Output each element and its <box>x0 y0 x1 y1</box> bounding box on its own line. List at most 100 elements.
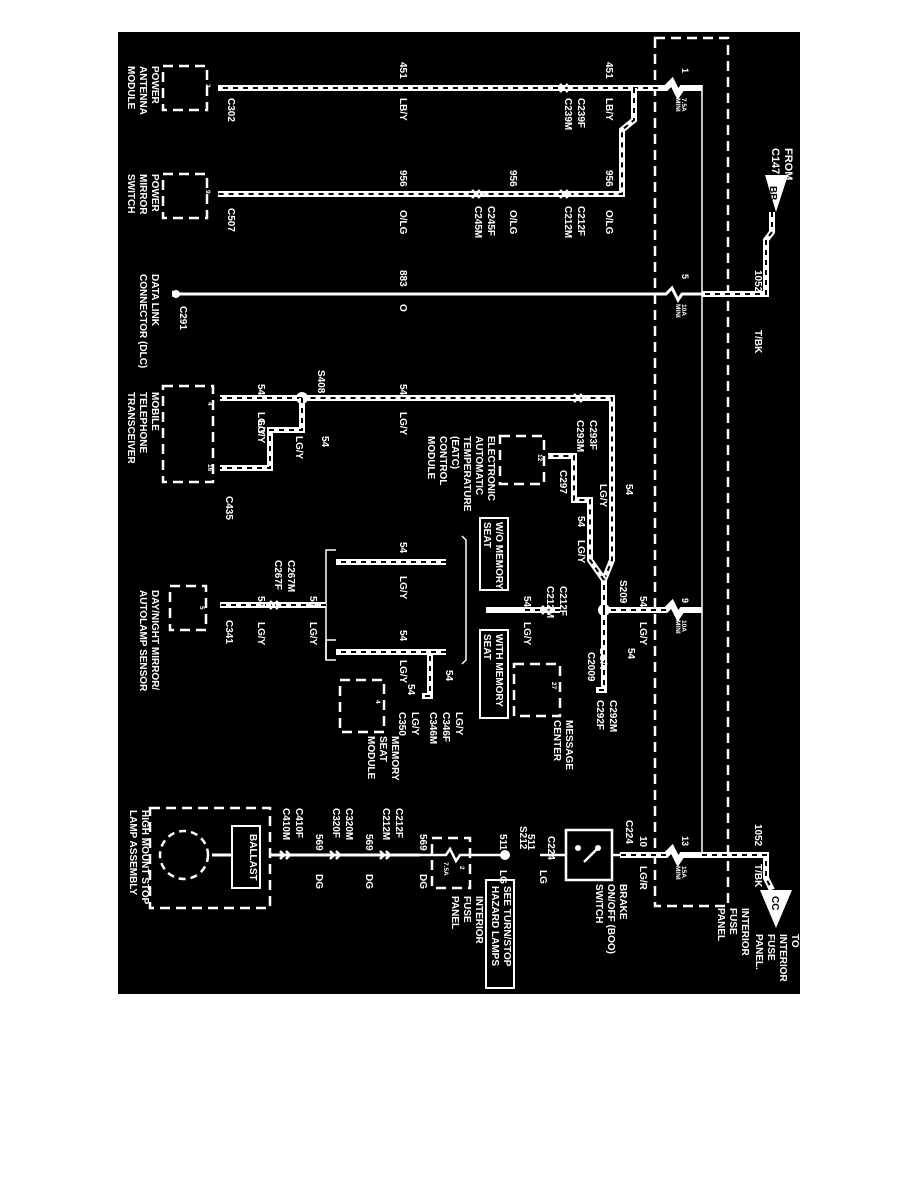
wire-956-color: O/LG <box>603 210 614 235</box>
wire-54-to-message <box>596 610 605 691</box>
conn-c212m-c: C212M <box>380 808 391 840</box>
eatc-label-3: TEMPERATURE <box>461 436 472 512</box>
with-memory-seat-note-box <box>479 629 509 719</box>
wire-569-number-c: 569 <box>313 834 324 851</box>
to-target: INTERIOR <box>777 934 788 983</box>
daynight-label-2: AUTOLAMP SENSOR <box>137 590 148 692</box>
dlc-terminal-icon <box>172 290 180 298</box>
circuit-54: 9 10A MINI 54 LG/Y S209 54 C293F C293M 5… <box>125 370 702 781</box>
ifp2-label-3: PANEL <box>449 896 460 929</box>
fuse-1-type: MINI <box>674 98 681 112</box>
from-label: FROM <box>782 148 794 180</box>
antenna-label-2: ANTENNA <box>137 66 148 115</box>
wire-54-color-m: LG/Y <box>453 712 464 736</box>
fuse-5-rating: 10A <box>680 304 687 316</box>
wire-54-number-g: 54 <box>521 596 532 608</box>
daynight-mirror-box <box>168 584 208 632</box>
cc-terminal-icon <box>760 890 792 928</box>
from-c147-group: FROM C147 BB 1052 T/BK <box>702 148 794 354</box>
mirror-label-1: POWER <box>149 174 160 213</box>
wire-54-to-phone <box>220 398 303 469</box>
hazard-line2: HAZARD LAMPS <box>489 886 500 966</box>
wire-54-color-f: LG/Y <box>255 420 266 444</box>
conn-c239f: C239F <box>575 98 586 128</box>
ballast-label: BALLAST <box>247 834 258 881</box>
hmsl-lamp-icon <box>158 829 210 881</box>
fuse-2-icon <box>420 846 470 864</box>
fuse-13-type: MINI <box>674 866 681 880</box>
wire-451-color: LB/Y <box>603 98 614 121</box>
mirror-label-3: SWITCH <box>125 174 136 213</box>
conn-c224: C224 <box>623 820 634 844</box>
wire-54-color-g: LG/Y <box>521 622 532 646</box>
conn-c245f: C245F <box>485 206 496 236</box>
wire-511-color-b: LG <box>497 870 508 884</box>
circuit-brake-lamp: 1052 T/BK CC TO INTERIOR FUSE PANEL. INT… <box>127 806 800 989</box>
to-label: TO <box>789 934 800 948</box>
hmsl-assembly-box <box>148 806 272 910</box>
dlc-pin: 16 <box>170 290 177 298</box>
daynight-label-1: DAY/NIGHT MIRROR/ <box>149 590 160 690</box>
wire-54-color-c: LG/Y <box>397 412 408 436</box>
from-connector: C147 <box>769 148 781 174</box>
message-center-box <box>512 662 562 718</box>
circuit-956: 956 O/LG C212F C212M 956 O/LG C245F C245… <box>125 88 637 238</box>
interior-fuse-panel-enclosure <box>653 36 730 908</box>
wire-54-number-b: 54 <box>623 484 634 496</box>
interior-fuse-panel-box <box>430 836 472 890</box>
wire-10-number: 10 <box>637 836 648 848</box>
wo-memory-bracket <box>461 535 467 665</box>
wo-memory-line2: SEAT <box>481 522 492 548</box>
wire-54-to-s408 <box>302 397 613 610</box>
wire-54-color-j: LG/Y <box>255 622 266 646</box>
wire-956-color-2: O/LG <box>507 210 518 235</box>
conn-c292f: C292F <box>594 700 605 730</box>
wire-54-color-n: LG/Y <box>409 712 420 736</box>
fuse-13-rating: 15A <box>680 866 687 878</box>
eatc-label-4: (EATC) <box>449 436 460 469</box>
conn-c410f: C410F <box>293 808 304 838</box>
bb-terminal-icon <box>765 175 788 212</box>
conn-c435: C435 <box>223 496 234 520</box>
wire-54-number-e: 54 <box>319 436 330 448</box>
wire-1052-number-b: 1052 <box>752 824 763 847</box>
conn-c292m: C292M <box>607 700 618 732</box>
cc-terminal-label: CC <box>769 896 780 910</box>
wo-memory-seat-note-box <box>479 517 509 591</box>
wire-451-number: 451 <box>603 62 614 79</box>
wire-569-number-a: 569 <box>417 834 428 851</box>
wire-511-number-b: 511 <box>497 834 508 851</box>
wire-1052-number: 1052 <box>752 270 763 293</box>
hazard-note-box <box>485 879 515 989</box>
wire-54-number-l: 54 <box>397 630 408 642</box>
bb-terminal-label: BB <box>767 186 778 200</box>
fuse-1-num: 1 <box>680 68 690 73</box>
ifp2-label-1: INTERIOR <box>473 896 484 945</box>
memory-label-3: MODULE <box>365 736 376 780</box>
wire-54-number-h: 54 <box>397 542 408 554</box>
wire-54-number-k: 54 <box>625 648 636 660</box>
power-antenna-module-box <box>161 64 209 112</box>
boo-label-3: SWITCH <box>593 884 604 923</box>
splice-s209-label: S209 <box>617 580 628 604</box>
wire-883 <box>176 285 702 303</box>
ifp-label-3: PANEL <box>715 908 726 941</box>
fuse-9-rating: 10A <box>680 620 687 632</box>
ifp-label-1: INTERIOR <box>739 908 750 957</box>
eatc-pin: 12 <box>536 454 543 462</box>
wire-54-number-i: 54 <box>307 596 318 608</box>
conn-c212m: C212M <box>562 206 573 238</box>
wire-54-color-d: LG/Y <box>255 412 266 436</box>
with-memory-line2: SEAT <box>481 634 492 660</box>
wire-451-color-2: LB/Y <box>397 98 408 121</box>
wire-511-color-a: LG <box>537 870 548 884</box>
fuse-9-num: 9 <box>680 598 690 603</box>
wire-54-number-a: 54 <box>637 596 648 608</box>
diagram-background <box>118 32 800 994</box>
with-memory-line1: WITH MEMORY <box>493 634 504 707</box>
wire-54-number-c: 54 <box>397 384 408 396</box>
eatc-label-5: CONTROL <box>437 436 448 485</box>
fuse-5-type: MINI <box>674 304 681 318</box>
ballast-box <box>231 825 261 889</box>
